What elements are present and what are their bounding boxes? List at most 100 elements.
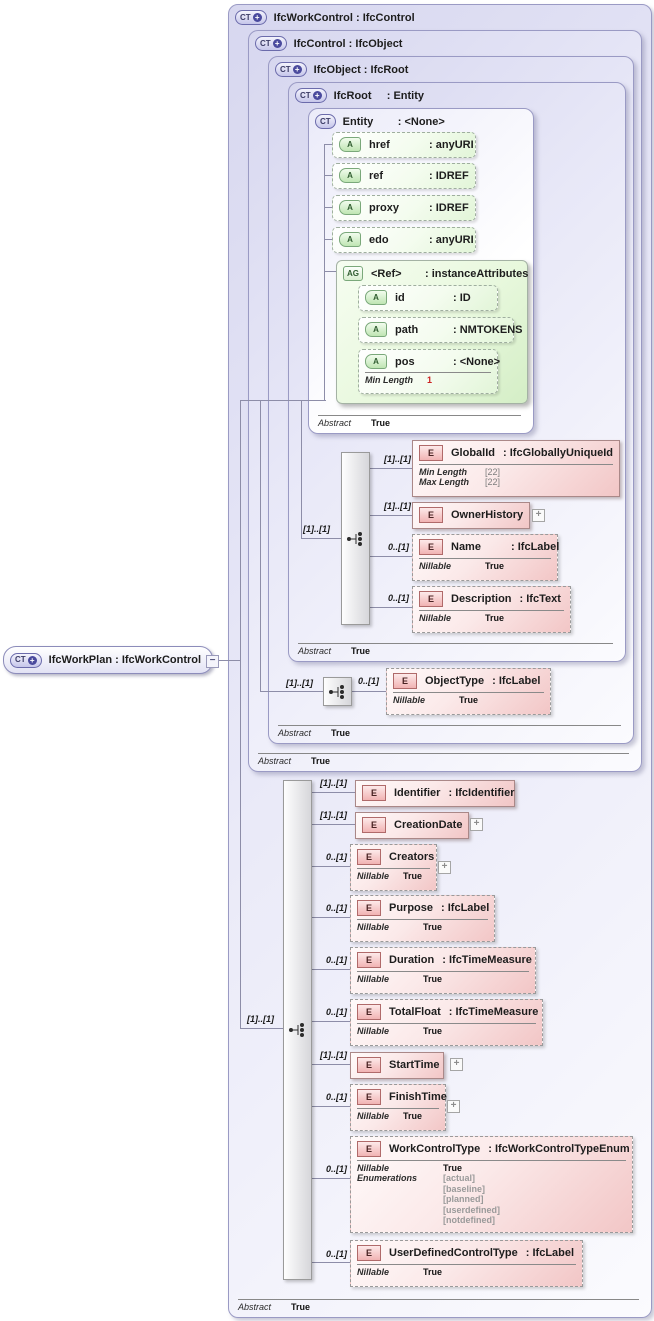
connector-line <box>310 1021 350 1022</box>
enumeration-values: [actual] [baseline] [planned] [userdefin… <box>443 1173 501 1225</box>
expand-plus-icon[interactable]: + <box>450 1058 463 1071</box>
abstract-facet: Abstract True <box>298 643 613 656</box>
connector-line <box>240 1028 283 1029</box>
box-title: IfcRootEntity <box>334 90 424 102</box>
connector-line <box>301 400 302 538</box>
connector-line <box>324 207 332 208</box>
complex-type-icon[interactable]: CT <box>315 114 336 129</box>
sequence-connector <box>341 452 370 625</box>
element-icon: E <box>419 591 443 607</box>
connector-line <box>240 400 326 401</box>
element-identifier: EIdentifierIfcIdentifier <box>355 780 515 807</box>
cardinality-label: 0..[1] <box>388 593 410 603</box>
attribute-icon: A <box>365 322 387 337</box>
attribute-icon: A <box>365 354 387 369</box>
cardinality-label: [1]..[1] <box>384 454 411 464</box>
box-title: IfcControlIfcObject <box>294 38 403 50</box>
element-icon: E <box>419 445 443 461</box>
connector-line <box>310 1262 350 1263</box>
complex-type-icon[interactable]: CT+ <box>295 88 327 103</box>
container-ifcroot-header: CT+ IfcRootEntity <box>295 88 424 103</box>
connector-line <box>260 691 323 692</box>
expand-plus-icon[interactable]: + <box>532 509 545 522</box>
element-icon: E <box>362 785 386 801</box>
container-ifcobject-header: CT+ IfcObjectIfcRoot <box>275 62 408 77</box>
connector-line <box>310 969 350 970</box>
complex-type-icon[interactable]: CT+ <box>255 36 287 51</box>
expand-plus-icon[interactable]: + <box>470 818 483 831</box>
connector-line <box>260 400 261 691</box>
element-icon: E <box>357 1004 381 1020</box>
complex-type-icon[interactable]: CT+ <box>10 652 42 668</box>
expand-plus-icon: + <box>272 39 282 48</box>
attribute-icon: A <box>339 200 361 215</box>
cardinality-label: [1]..[1] <box>320 810 347 820</box>
connector-line <box>324 239 332 240</box>
connector-line <box>310 1064 355 1065</box>
element-workcontroltype: EWorkControlTypeIfcWorkControlTypeEnum N… <box>350 1136 633 1233</box>
element-userdefinedcontroltype: EUserDefinedControlTypeIfcLabel Nillable… <box>350 1240 583 1287</box>
attr-id: AidID <box>358 285 498 311</box>
container-ifccontrol-header: CT+ IfcControlIfcObject <box>255 36 402 51</box>
connector-line <box>240 400 241 1028</box>
collapse-minus-icon[interactable]: − <box>206 655 219 668</box>
complex-type-icon[interactable]: CT+ <box>275 62 307 77</box>
box-title: IfcObjectIfcRoot <box>314 64 409 76</box>
cardinality-label: 0..[1] <box>326 1092 348 1102</box>
connector-line <box>368 468 412 469</box>
container-entity-header: CT Entity<None> <box>315 114 445 129</box>
cardinality-label: [1]..[1] <box>320 1050 347 1060</box>
cardinality-label: 0..[1] <box>326 1007 348 1017</box>
element-icon: E <box>357 1245 381 1261</box>
connector-line <box>368 515 412 516</box>
attr-ref: ArefIDREF <box>332 163 476 189</box>
expand-plus-icon[interactable]: + <box>447 1100 460 1113</box>
cardinality-label: 0..[1] <box>326 955 348 965</box>
sequence-connector <box>323 677 352 706</box>
element-icon: E <box>419 507 443 523</box>
connector-line <box>324 144 325 400</box>
element-icon: E <box>419 539 443 555</box>
expand-plus-icon: + <box>292 65 302 74</box>
root-element-ifcworkplan: CT+ IfcWorkPlanIfcWorkControl <box>3 646 213 674</box>
cardinality-label: [1]..[1] <box>247 1014 274 1024</box>
element-icon: E <box>357 1057 381 1073</box>
attribute-group-icon: AG <box>343 266 363 281</box>
element-icon: E <box>357 900 381 916</box>
attribute-icon: A <box>365 290 387 305</box>
cardinality-label: 0..[1] <box>326 1249 348 1259</box>
complex-type-icon[interactable]: CT+ <box>235 10 267 25</box>
expand-plus-icon[interactable]: + <box>438 861 451 874</box>
box-title: Entity<None> <box>343 116 445 128</box>
connector-line <box>324 144 332 145</box>
element-globalid: EGlobalIdIfcGloballyUniqueId Min Length[… <box>412 440 620 497</box>
abstract-facet: Abstract True <box>278 725 621 738</box>
box-title: IfcWorkControlIfcControl <box>274 12 415 24</box>
cardinality-label: [1]..[1] <box>303 524 330 534</box>
attribute-icon: A <box>339 168 361 183</box>
attr-edo: AedoanyURI <box>332 227 476 253</box>
connector-line <box>324 175 332 176</box>
element-icon: E <box>357 952 381 968</box>
expand-plus-icon: + <box>252 13 262 22</box>
element-icon: E <box>357 1089 381 1105</box>
container-ifcworkcontrol-header: CT+ IfcWorkControlIfcControl <box>235 10 415 25</box>
cardinality-label: 0..[1] <box>326 852 348 862</box>
connector-line <box>310 917 350 918</box>
cardinality-label: 0..[1] <box>358 676 380 686</box>
sequence-icon <box>346 531 362 546</box>
element-icon: E <box>393 673 417 689</box>
connector-line <box>310 792 355 793</box>
abstract-facet: Abstract True <box>258 753 629 766</box>
